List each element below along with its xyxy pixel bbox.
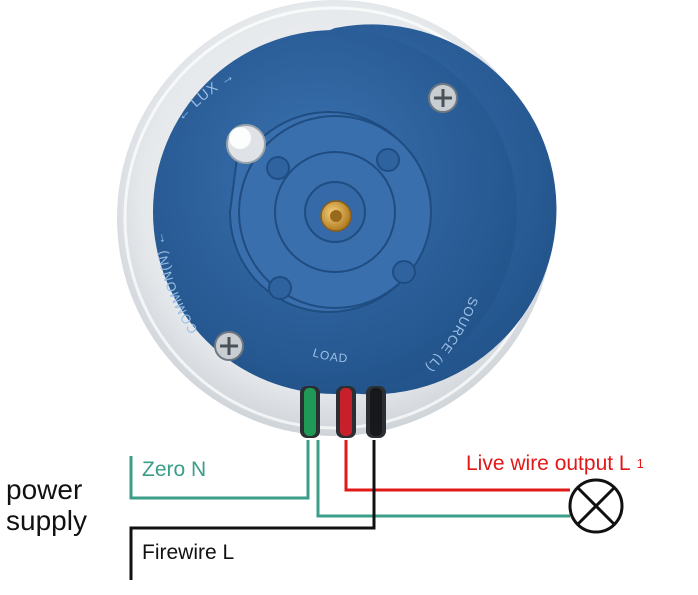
live-output-wire — [344, 440, 570, 492]
ring-bump — [392, 260, 416, 284]
screw-bottom-left-icon — [214, 331, 244, 361]
power-label-line2: supply — [6, 505, 87, 536]
load-return-wire — [316, 440, 570, 518]
firewire-l-wire — [129, 440, 376, 580]
green-wire-stub — [304, 388, 316, 436]
lamp-icon — [568, 478, 624, 534]
live-wire-text: Live wire output L — [466, 452, 631, 475]
ring-bump — [266, 156, 290, 180]
power-label-line1: power — [6, 474, 83, 505]
red-wire-stub — [340, 388, 352, 436]
ring-bump — [376, 148, 400, 172]
live-wire-output-label: Live wire output L 1 — [466, 452, 644, 476]
firewire-l-label: Firewire L — [142, 541, 235, 564]
knob-highlight — [229, 127, 251, 149]
ring-bump — [268, 276, 292, 300]
brass-hole — [330, 210, 342, 222]
zero-n-label: Zero N — [142, 458, 207, 481]
power-supply-label: power supply — [6, 474, 87, 536]
black-wire-stub — [370, 388, 382, 436]
screw-top-right-icon — [428, 83, 458, 113]
live-wire-subscript: 1 — [636, 456, 644, 471]
zero-n-wire — [129, 440, 310, 500]
